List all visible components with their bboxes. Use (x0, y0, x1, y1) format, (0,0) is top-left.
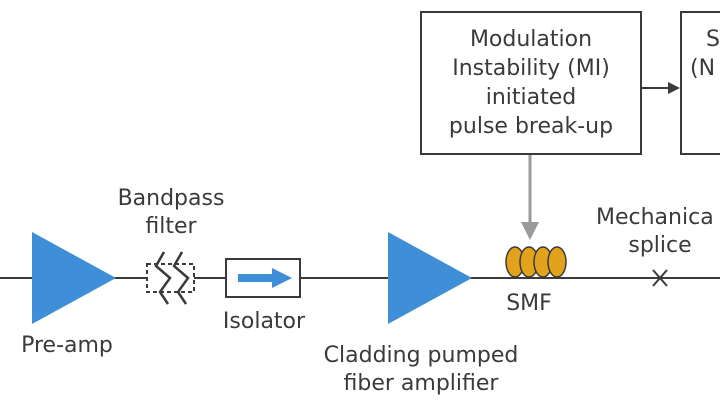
splice-x-mark (652, 269, 668, 287)
isolator-label: Isolator (222, 309, 306, 334)
partial-box-line-1: S (706, 27, 720, 52)
cladding-label-line-2: fiber amplifier (343, 371, 499, 396)
cladding-amplifier-triangle (388, 232, 472, 324)
partial-box-line-2: (N (690, 56, 716, 81)
bandpass-label-line-2: filter (145, 214, 197, 239)
mi-box-line-2: Instability (MI) (452, 56, 610, 81)
mi-box-line-3: initiated (485, 85, 577, 110)
bandpass-filter-symbol (146, 251, 195, 305)
mi-right-arrow (641, 82, 680, 94)
smf-label: SMF (506, 291, 552, 316)
smf-coil-symbol (505, 246, 567, 278)
splice-label-line-1: Mechanica (596, 205, 714, 230)
splice-label-line-2: splice (628, 233, 692, 258)
isolator-symbol (225, 258, 301, 298)
cladding-label-line-1: Cladding pumped (323, 343, 519, 368)
partial-box (680, 11, 720, 155)
pre-amp-triangle (32, 232, 116, 324)
mi-box (420, 11, 642, 155)
mi-box-line-4: pulse break-up (448, 114, 614, 139)
pre-amp-label: Pre-amp (21, 333, 113, 358)
mi-down-arrow (521, 155, 539, 240)
bandpass-label-line-1: Bandpass (117, 186, 225, 211)
mi-box-line-1: Modulation (469, 27, 593, 52)
